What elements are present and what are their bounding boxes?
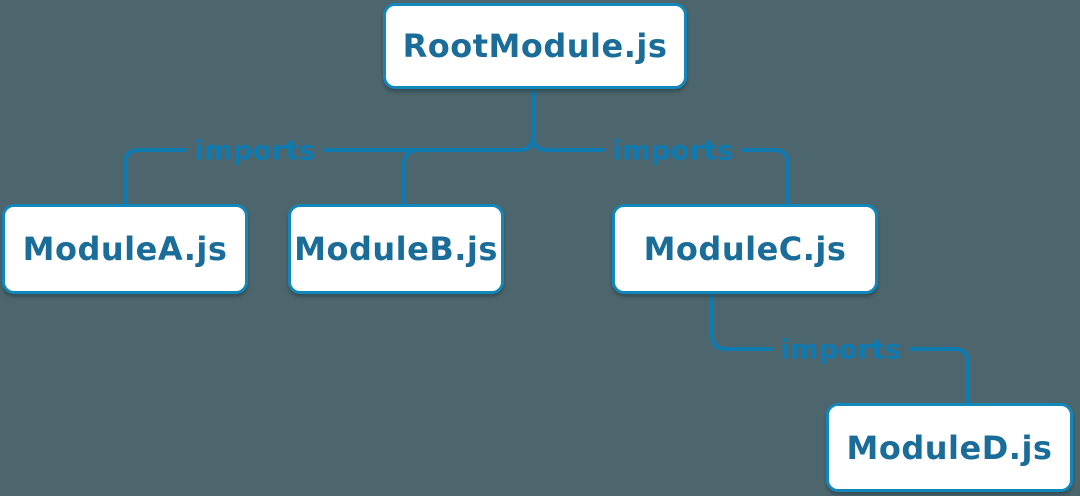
edge-root-to-moduleb: [402, 90, 535, 204]
node-label: ModuleB.js: [294, 230, 498, 268]
node-modulec-js: ModuleC.js: [612, 204, 878, 294]
node-modulea-js: ModuleA.js: [2, 204, 248, 294]
node-rootmodule-js: RootModule.js: [383, 3, 687, 89]
node-label: ModuleA.js: [22, 230, 228, 268]
node-label: RootModule.js: [402, 27, 668, 65]
node-moduled-js: ModuleD.js: [826, 403, 1073, 492]
node-label: ModuleC.js: [643, 230, 847, 268]
edge-label-imports-root-modulea: imports: [186, 135, 324, 167]
edge-label-imports-root-modulec: imports: [604, 135, 742, 167]
edge-label-imports-modulec-moduled: imports: [772, 334, 910, 366]
node-moduleb-js: ModuleB.js: [288, 204, 504, 294]
node-label: ModuleD.js: [846, 428, 1053, 467]
